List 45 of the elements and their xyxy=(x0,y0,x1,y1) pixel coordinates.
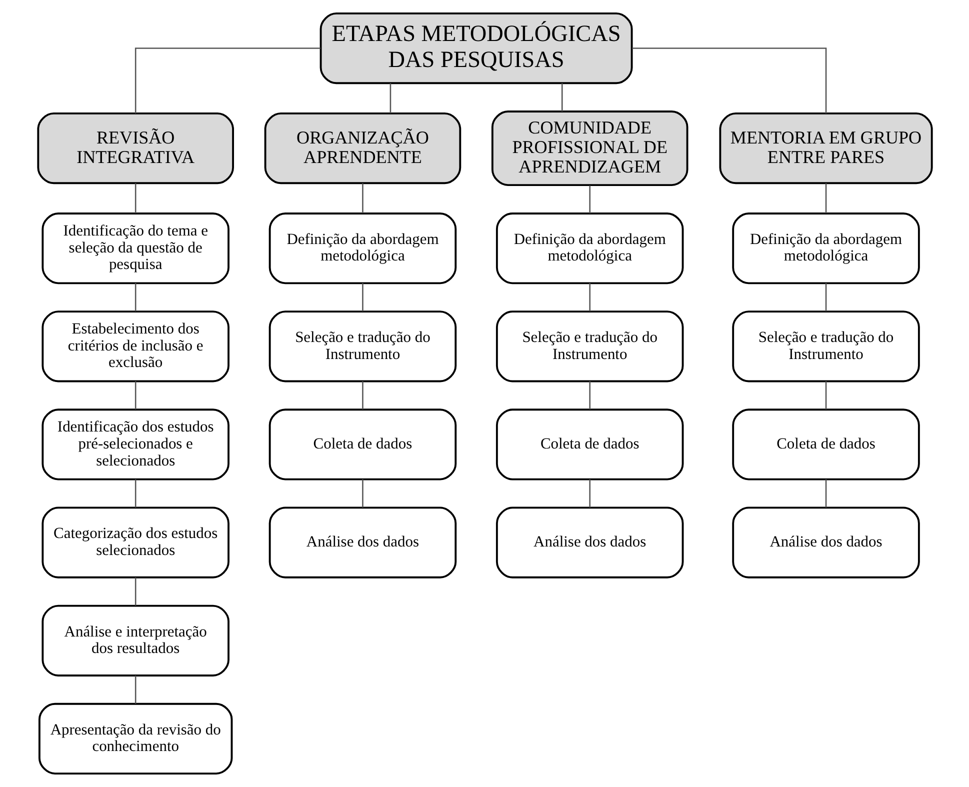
node-box: Categorização dos estudos selecionados xyxy=(41,506,229,578)
connector xyxy=(134,48,320,114)
node-box: Identificação do tema e seleção da questão de pesquisa xyxy=(41,212,229,284)
node-box: Apresentação da revisão do conhecimento xyxy=(38,702,232,775)
connector xyxy=(632,48,826,114)
connector xyxy=(134,283,136,312)
connector xyxy=(560,83,562,112)
connector xyxy=(824,183,826,214)
node-box: Análise dos dados xyxy=(268,506,456,578)
connector xyxy=(588,186,590,214)
connector xyxy=(389,83,391,114)
node-box: Coleta de dados xyxy=(495,408,684,480)
node-box: Seleção e tradução do Instrumento xyxy=(268,310,456,382)
node-box: Análise dos dados xyxy=(732,506,920,578)
connector xyxy=(362,381,363,410)
node-box: Estabelecimento dos critérios de inclusão e exclusão xyxy=(41,310,229,382)
node-box: MENTORIA EM GRUPO ENTRE PARES xyxy=(718,112,932,184)
connector xyxy=(134,381,136,410)
node-box: REVISÃO INTEGRATIVA xyxy=(36,112,234,184)
connector xyxy=(588,283,590,312)
node-box: Seleção e tradução do Instrumento xyxy=(732,310,920,382)
connector xyxy=(362,283,363,312)
connector xyxy=(134,183,136,214)
node-box: Identificação dos estudos pré-selecionados e selecionados xyxy=(41,408,229,480)
connector xyxy=(824,479,826,508)
node-box: Análise e interpretação dos resultados xyxy=(41,604,229,676)
node-box: Coleta de dados xyxy=(268,408,456,480)
node-box: ETAPAS METODOLÓGICAS DAS PESQUISAS xyxy=(319,12,632,84)
connector xyxy=(134,479,136,508)
connector xyxy=(824,381,826,410)
node-box: COMUNIDADE PROFISSIONAL DE APRENDIZAGEM xyxy=(490,110,688,186)
node-box: Definição da abordagem metodológica xyxy=(495,212,684,284)
node-box: ORGANIZAÇÃO APRENDENTE xyxy=(264,112,461,184)
connector xyxy=(588,479,590,508)
node-box: Definição da abordagem metodológica xyxy=(268,212,456,284)
node-box: Seleção e tradução do Instrumento xyxy=(495,310,684,382)
node-box: Coleta de dados xyxy=(732,408,920,480)
connector xyxy=(134,577,136,606)
connector xyxy=(362,183,363,214)
node-box: Análise dos dados xyxy=(495,506,684,578)
connector xyxy=(824,283,826,312)
connector xyxy=(588,381,590,410)
connector xyxy=(362,479,363,508)
connector xyxy=(134,676,136,704)
node-box: Definição da abordagem metodológica xyxy=(732,212,920,284)
